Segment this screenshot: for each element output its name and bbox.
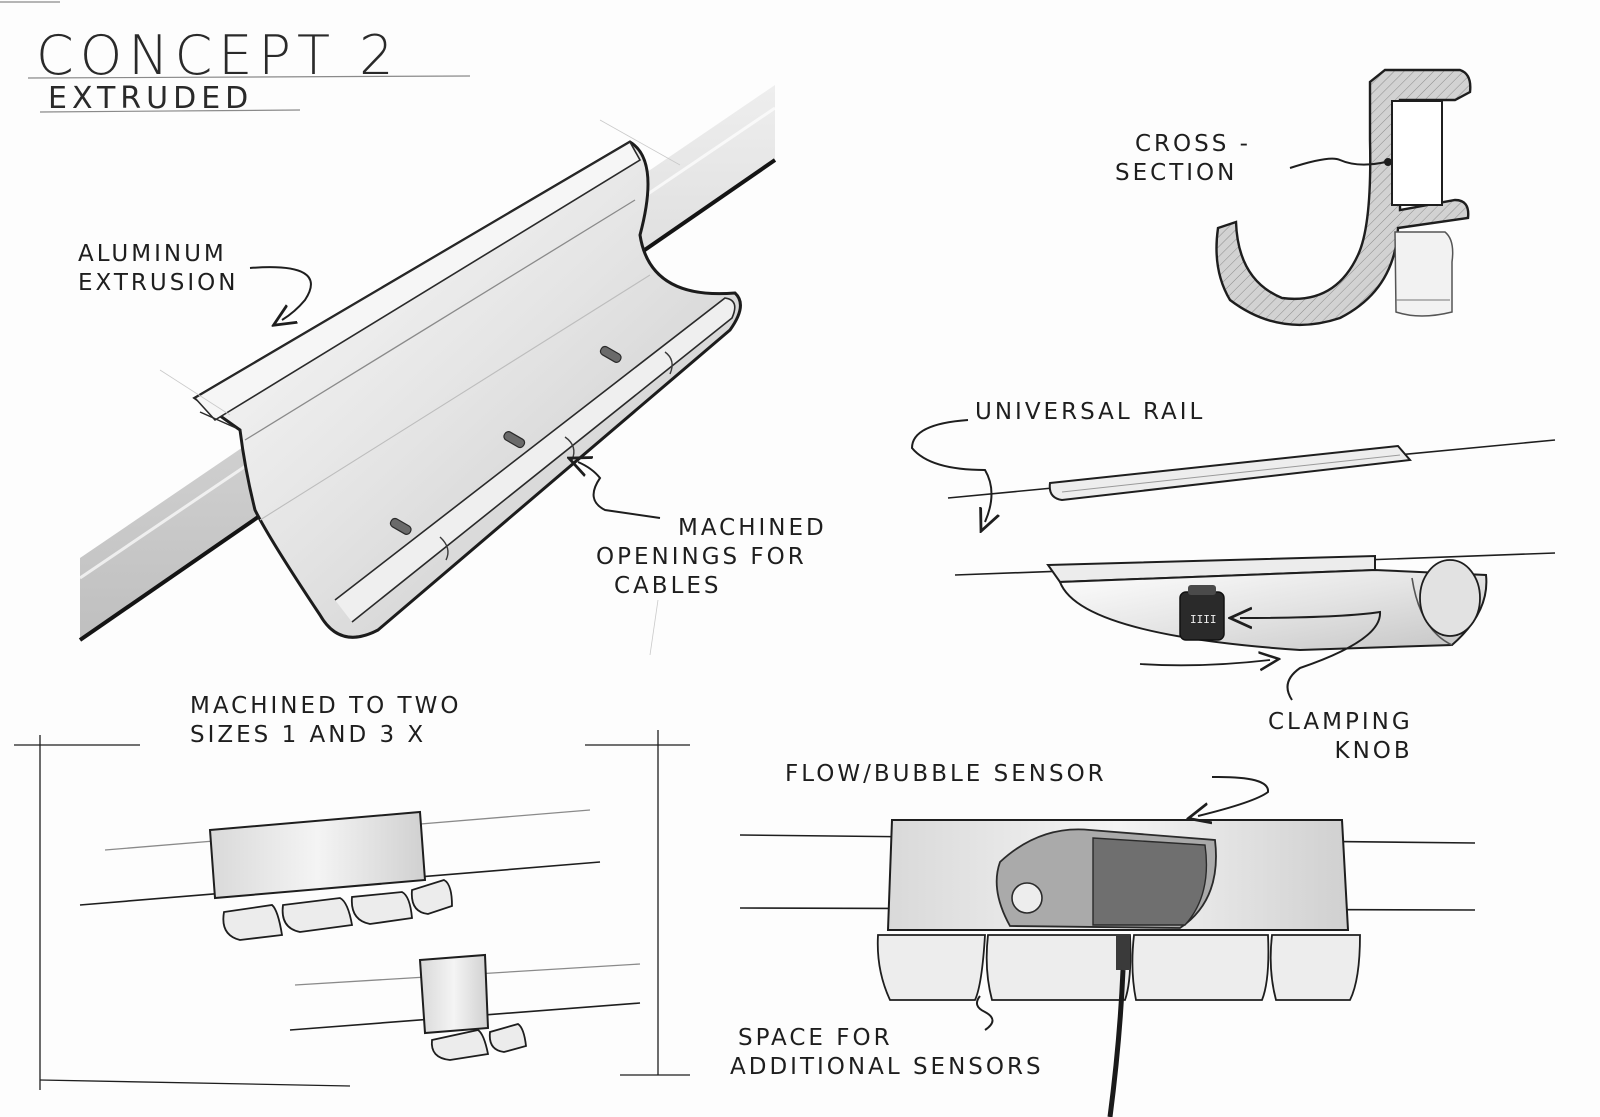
label-cross-section: CROSS - SECTION [1115,130,1251,188]
label-two-sizes: MACHINED TO TWO SIZES 1 AND 3 X [190,692,461,750]
label-line: ADDITIONAL SENSORS [730,1053,1044,1080]
label-universal-rail: UNIVERSAL RAIL [975,399,1206,425]
cross-section-sketch [1215,68,1472,327]
label-line: EXTRUSION [78,269,239,296]
large-clip-sketch [79,809,601,941]
label-additional-sensors: SPACE FOR ADDITIONAL SENSORS [730,1024,1044,1082]
label-line: MACHINED [678,515,827,541]
label-line: CABLES [614,572,722,599]
label-aluminum-extrusion: ALUMINUM EXTRUSION [78,240,238,298]
label-line: CLAMPING [1268,709,1413,735]
sheet-subtitle: EXTRUDED [48,81,254,116]
label-line: CROSS - [1135,131,1251,157]
title-rule [0,1,471,113]
label-line: KNOB [1334,737,1413,764]
leader-space-sensors [975,995,994,1031]
leader-aluminum [249,266,312,320]
leader-clamping-knob [1240,612,1382,701]
small-clip-sketch [289,953,641,1061]
label-flow-sensor: FLOW/BUBBLE SENSOR [785,761,1107,787]
knob-marking: ΙΙΙΙ [1190,613,1217,626]
label-line: MACHINED TO TWO [190,693,462,719]
label-machined-openings: MACHINED OPENINGS FOR CABLES [596,514,827,600]
label-line: SECTION [1115,159,1238,186]
main-extrusion-sketch [78,85,777,656]
sizes-frame [14,730,690,1090]
leader-flow-sensor [1198,775,1269,816]
leader-universal-rail [910,419,992,522]
universal-rail-sketch [947,439,1556,502]
label-line: ALUMINUM [78,241,227,267]
sheet-title: CONCEPT 2 [36,24,400,87]
label-clamping-knob: CLAMPING KNOB [1268,708,1413,766]
leader-openings [578,462,661,519]
label-line: OPENINGS FOR [596,543,807,570]
flow-sensor-sketch [739,819,1476,1117]
label-line: SPACE FOR [738,1025,893,1051]
clamp-knob-sketch: ΙΙΙΙ [954,552,1556,665]
leader-cross-section [1289,157,1392,169]
label-line: SIZES 1 AND 3 X [190,721,427,748]
